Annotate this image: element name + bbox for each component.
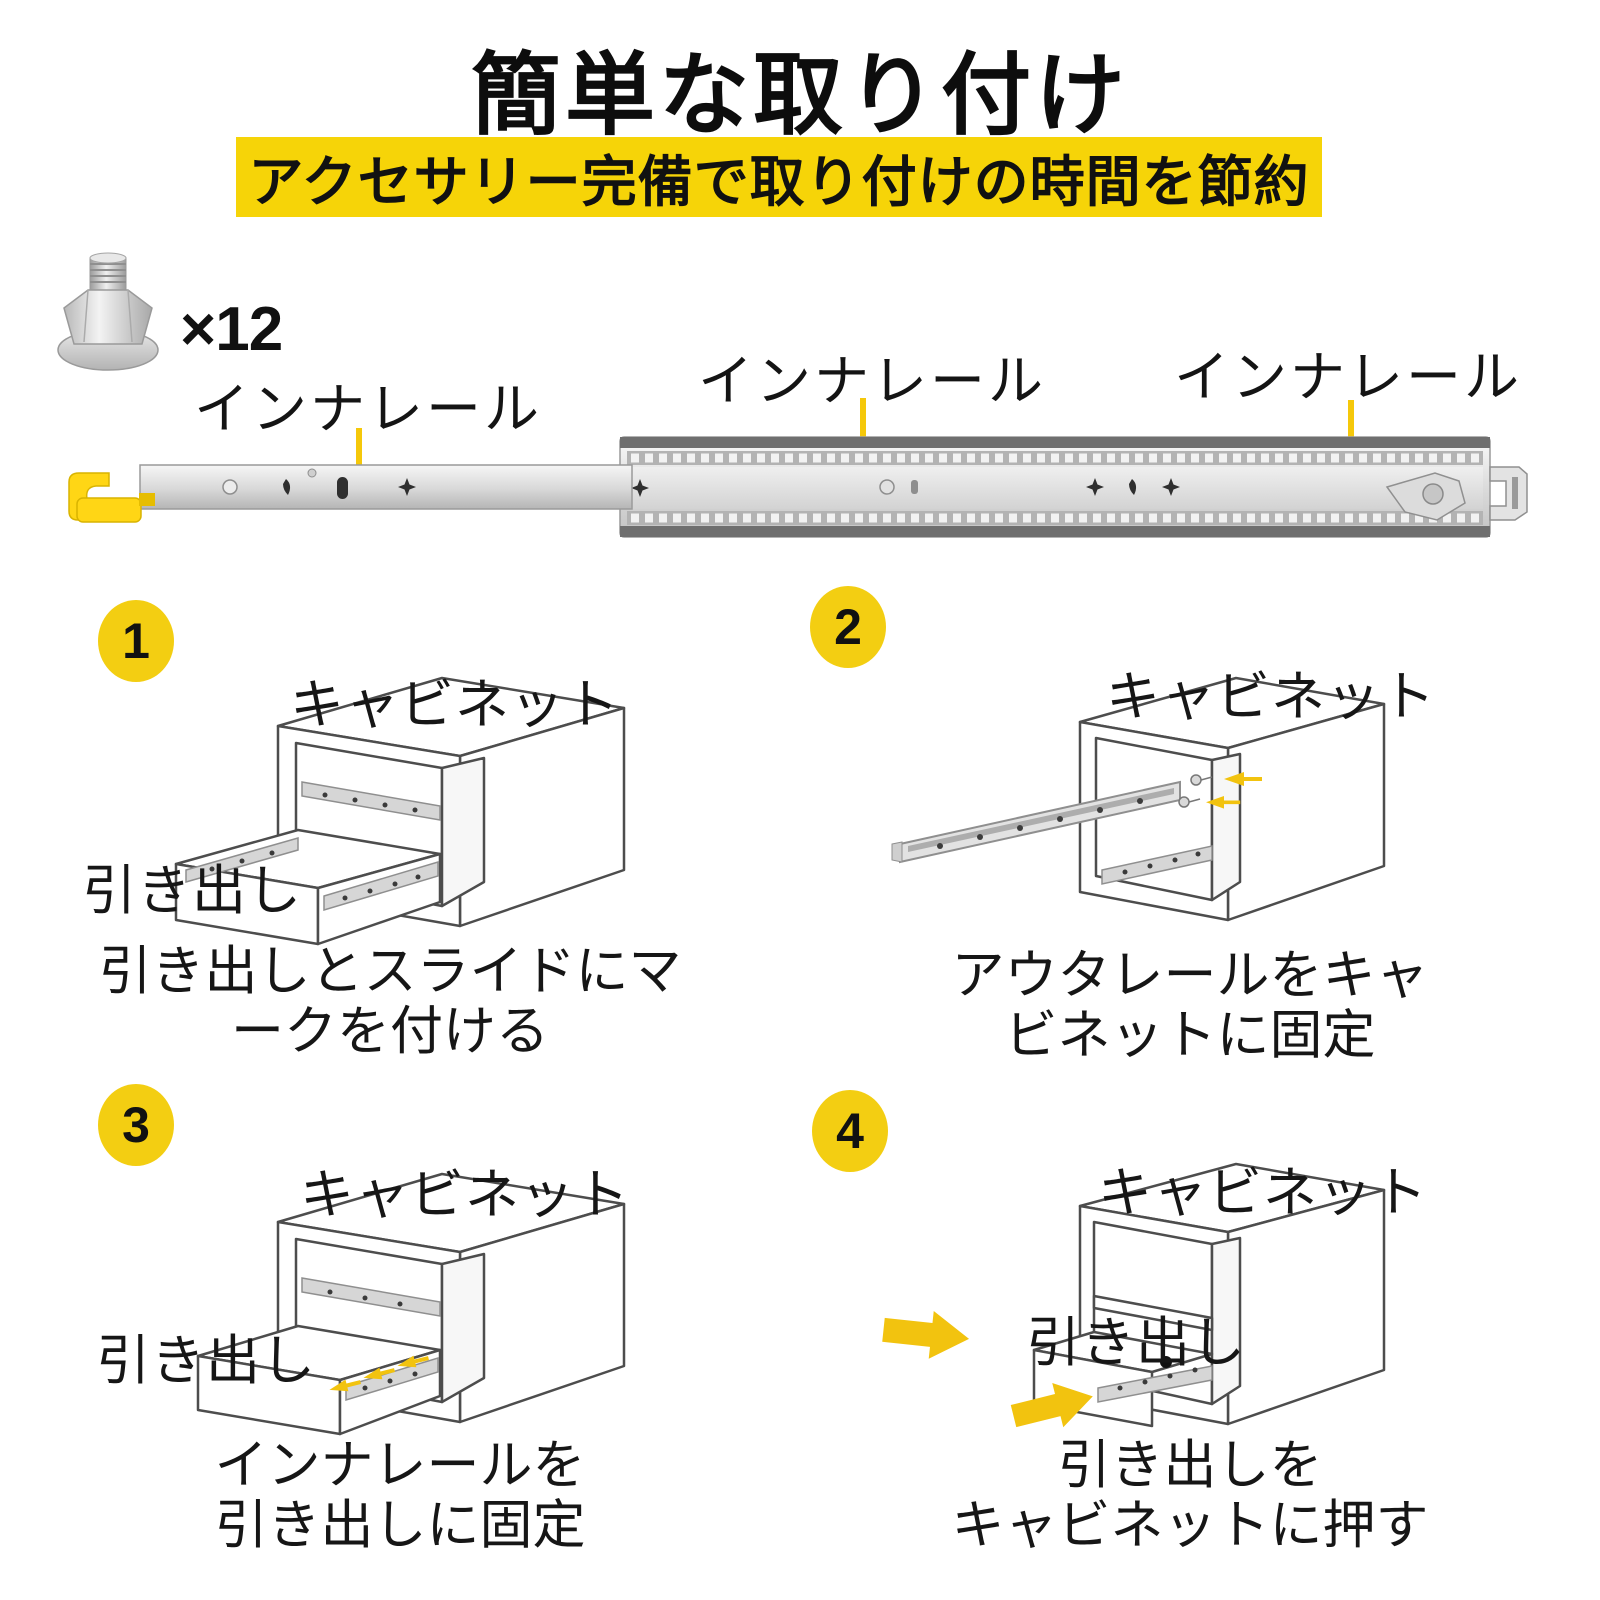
step-4-badge: 4 — [812, 1090, 888, 1172]
step-4-caption: 引き出しを キャビネットに押す — [880, 1436, 1500, 1557]
inner-rail-icon — [345, 1356, 439, 1402]
cabinet-diagram-step2 — [891, 676, 1386, 922]
cabinet-diagram-step4 — [882, 1162, 1386, 1428]
drawer-label: 引き出し — [1026, 1313, 1246, 1373]
caption-line: キャビネットに押す — [951, 1496, 1429, 1556]
arrow-icon — [329, 1355, 429, 1392]
pointer-line-icon — [1348, 400, 1354, 448]
step-2-badge: 2 — [810, 586, 886, 668]
cabinet-diagram-step1 — [174, 676, 626, 946]
cabinet-diagram-step3 — [196, 1172, 626, 1436]
rail-label-3: インナレール — [1174, 346, 1523, 408]
bolt-icon — [57, 252, 159, 371]
caption-line: インナレールを — [214, 1436, 586, 1495]
drawer-label: 引き出し — [96, 1331, 316, 1391]
pointer-line-icon — [356, 428, 362, 472]
caption-line: アウタレールをキャ — [951, 946, 1429, 1005]
cabinet-rail-icon — [301, 781, 441, 821]
caption-line: ビネットに固定 — [1004, 1006, 1376, 1066]
drawer-icon — [196, 1324, 442, 1436]
pointer-line-icon — [860, 398, 866, 444]
slide-rail-illustration — [68, 436, 1528, 538]
page-title: 簡単な取り付け — [471, 46, 1129, 146]
outer-rail-icon — [891, 780, 1213, 885]
screw-icon — [1178, 774, 1213, 808]
step-2-caption: アウタレールをキャ ビネットに固定 — [870, 946, 1510, 1067]
bolt-quantity-label: ×12 — [180, 295, 283, 364]
cabinet-label: キャビネット — [300, 1165, 630, 1225]
drawer-rail-icon — [185, 837, 439, 912]
step-1-badge: 1 — [98, 600, 174, 682]
caption-line: 引き出しを — [1057, 1436, 1323, 1495]
step-3-caption: インナレールを 引き出しに固定 — [90, 1436, 710, 1557]
step-1-caption: 引き出しとスライドにマ ークを付ける — [60, 942, 720, 1063]
rail-label-1: インナレール — [194, 378, 543, 440]
subtitle-banner: アクセサリー完備で取り付けの時間を節約 — [236, 137, 1322, 217]
cabinet-label: キャビネット — [1106, 667, 1436, 727]
arrow-icon — [1206, 772, 1262, 809]
arrow-icon — [882, 1311, 1093, 1428]
cabinet-label: キャビネット — [290, 675, 620, 735]
step-3-badge: 3 — [98, 1084, 174, 1166]
cabinet-label: キャビネット — [1098, 1163, 1428, 1223]
drawer-knob-icon — [1160, 1356, 1172, 1368]
caption-line: 引き出しに固定 — [214, 1496, 586, 1556]
caption-line: ークを付ける — [231, 1002, 549, 1062]
rail-label-2: インナレール — [698, 350, 1047, 412]
cabinet-rail-icon — [301, 1277, 441, 1317]
inner-rail-icon — [1097, 1365, 1213, 1403]
drawer-label: 引き出し — [82, 861, 302, 921]
caption-line: 引き出しとスライドにマ — [98, 942, 682, 1001]
